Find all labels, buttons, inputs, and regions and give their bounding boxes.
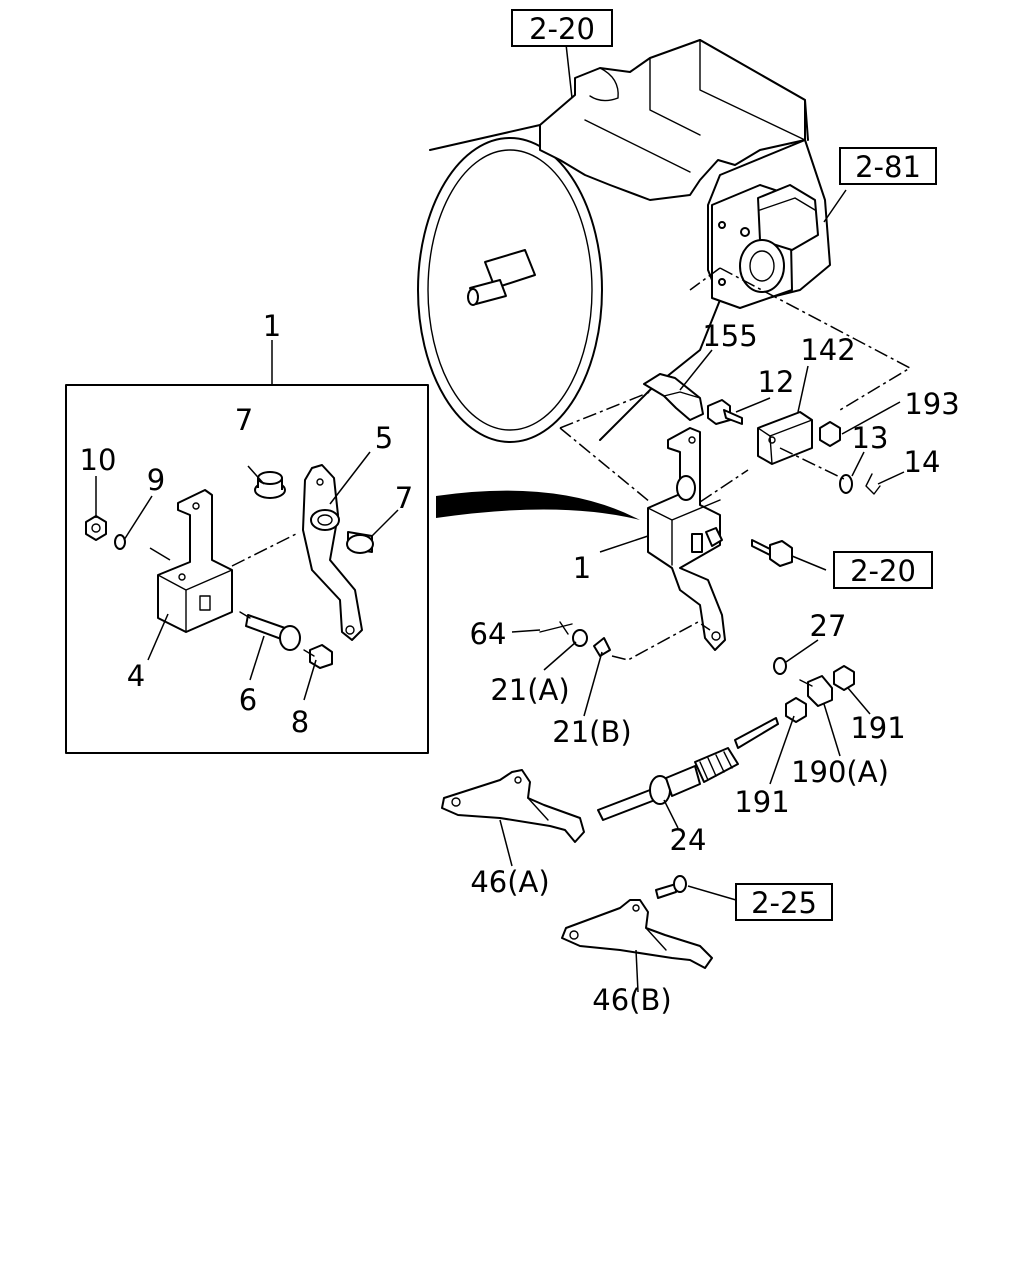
centerline-21	[611, 621, 711, 661]
nut-part-10	[85, 515, 107, 541]
washer-part-9	[114, 534, 126, 550]
main-bracket-part-1	[647, 427, 726, 651]
ref-box-mid[interactable]: 2-20	[833, 551, 933, 589]
label-part-13: 13	[852, 421, 889, 455]
ref-box-mid-label: 2-20	[850, 554, 916, 588]
bracket-part-46b	[561, 899, 713, 969]
bracket-part-46a	[441, 769, 585, 843]
label-part-4: 4	[127, 659, 145, 693]
ref-box-right-label: 2-81	[855, 150, 921, 184]
label-part-8: 8	[291, 705, 309, 739]
washer-part-27	[773, 657, 787, 675]
lever-part-5	[302, 464, 363, 641]
nut-part-191a	[785, 697, 807, 723]
ref-box-bottom[interactable]: 2-25	[735, 883, 833, 921]
label-part-10: 10	[80, 443, 117, 477]
label-part-155: 155	[702, 319, 757, 353]
washer-part-21a	[572, 629, 588, 647]
bushing-part-7-lower	[346, 531, 374, 554]
label-part-21a: 21(A)	[490, 673, 569, 707]
leader-lines	[95, 43, 905, 993]
pin-part-6	[239, 611, 301, 651]
cable-part-24	[597, 717, 779, 821]
label-part-193: 193	[904, 387, 959, 421]
bolt-mid	[751, 539, 793, 567]
clip-part-155	[643, 373, 704, 421]
label-part-1-kit: 1	[263, 309, 281, 343]
kit-centerline	[231, 533, 297, 567]
label-part-46a: 46(A)	[470, 865, 549, 899]
label-part-191-left: 191	[734, 785, 789, 819]
bushing-part-7-upper	[254, 471, 286, 499]
centerline-frame	[559, 267, 912, 503]
label-part-5: 5	[375, 421, 393, 455]
ref-box-right[interactable]: 2-81	[839, 147, 937, 185]
label-part-24: 24	[670, 823, 707, 857]
label-part-12: 12	[758, 365, 795, 399]
label-part-27: 27	[810, 609, 847, 643]
label-part-191-right: 191	[850, 711, 905, 745]
clevis-part-142	[757, 411, 813, 465]
label-part-21b: 21(B)	[552, 715, 631, 749]
washer-part-13	[839, 474, 853, 494]
assembly-kit-box	[65, 340, 429, 754]
ref-box-top-label: 2-20	[529, 12, 595, 46]
label-part-46b: 46(B)	[592, 983, 671, 1017]
pointer-arrow	[436, 490, 640, 520]
transmission-housing	[417, 39, 831, 443]
bolt-part-2-25	[655, 875, 687, 899]
nut-part-191b	[833, 665, 855, 691]
washer-part-21b	[593, 637, 611, 657]
bolt-part-12	[707, 399, 743, 425]
label-part-142: 142	[800, 333, 855, 367]
label-part-64: 64	[470, 617, 507, 651]
pin-part-14	[865, 473, 881, 495]
label-part-9: 9	[147, 463, 165, 497]
label-part-14: 14	[904, 445, 941, 479]
label-part-190a: 190(A)	[791, 755, 889, 789]
label-part-7-upper: 7	[235, 403, 253, 437]
label-part-6: 6	[239, 683, 257, 717]
bracket-part-4	[157, 489, 233, 633]
ref-box-bottom-label: 2-25	[751, 886, 817, 920]
pin-part-64	[539, 621, 573, 635]
nut-part-193	[819, 421, 841, 447]
ref-box-top[interactable]: 2-20	[511, 9, 613, 47]
label-part-1-main: 1	[573, 551, 591, 585]
block-part-190a	[799, 675, 833, 707]
label-part-7-lower: 7	[395, 481, 413, 515]
